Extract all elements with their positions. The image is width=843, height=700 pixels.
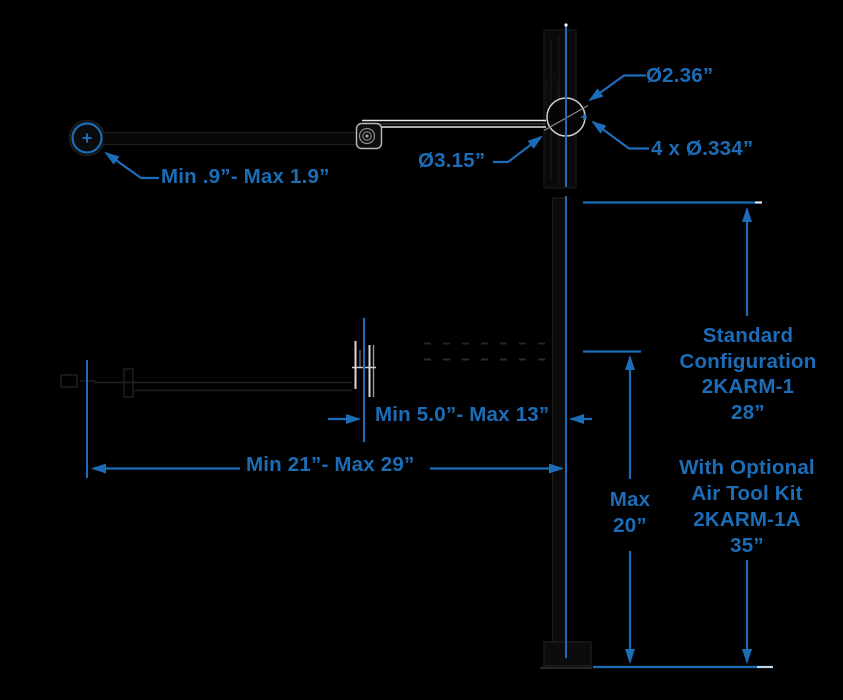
leader-lines xyxy=(104,74,649,180)
dimension-lines xyxy=(91,207,752,664)
standard-note-line4: 28” xyxy=(731,400,765,424)
tool-holder-range-callout-label: Min .9”- Max 1.9” xyxy=(161,165,330,188)
elbow-joint-plan xyxy=(355,122,383,150)
optional-note-line3: 2KARM-1A xyxy=(693,508,801,531)
leader-mount-hole-circle xyxy=(588,74,646,102)
total-reach-dim-label: Min 21”- Max 29” xyxy=(246,453,415,476)
standard-configuration-note: Standard Configuration 2KARM-1 28” xyxy=(680,323,817,425)
diameter-2-36-callout-label: Ø2.36” xyxy=(646,64,714,87)
side-view-dark-art xyxy=(60,197,592,669)
optional-note-line1: With Optional xyxy=(679,456,815,479)
extension-lines xyxy=(86,23,568,658)
elbow-joint-side xyxy=(352,341,376,397)
forearm-extension-dim-label: Min 5.0”- Max 13” xyxy=(375,403,550,426)
column-height-line1: Max xyxy=(609,488,651,511)
standard-note-line3: 2KARM-1 xyxy=(701,375,795,398)
leader-mount-plate xyxy=(493,135,543,164)
optional-air-tool-kit-note: With Optional Air Tool Kit 2KARM-1A 35” xyxy=(679,455,815,559)
leader-mount-holes xyxy=(591,120,649,150)
leader-tool-holder xyxy=(104,151,159,180)
diameter-3-15-callout-label: Ø3.15” xyxy=(418,149,486,172)
centerline-tip-dot xyxy=(564,23,568,27)
holes-4x-334-callout-label: 4 x Ø.334” xyxy=(651,137,754,160)
tool-holder-circle xyxy=(71,122,103,154)
column-height-line2: 20” xyxy=(613,514,647,537)
standard-note-line1: Standard xyxy=(702,324,794,347)
optional-note-line2: Air Tool Kit xyxy=(691,482,803,505)
reference-lines xyxy=(583,201,773,669)
column-height-dim-label: Max 20” xyxy=(610,487,650,539)
standard-note-line2: Configuration xyxy=(679,349,817,373)
optional-note-line4: 35” xyxy=(730,534,764,557)
